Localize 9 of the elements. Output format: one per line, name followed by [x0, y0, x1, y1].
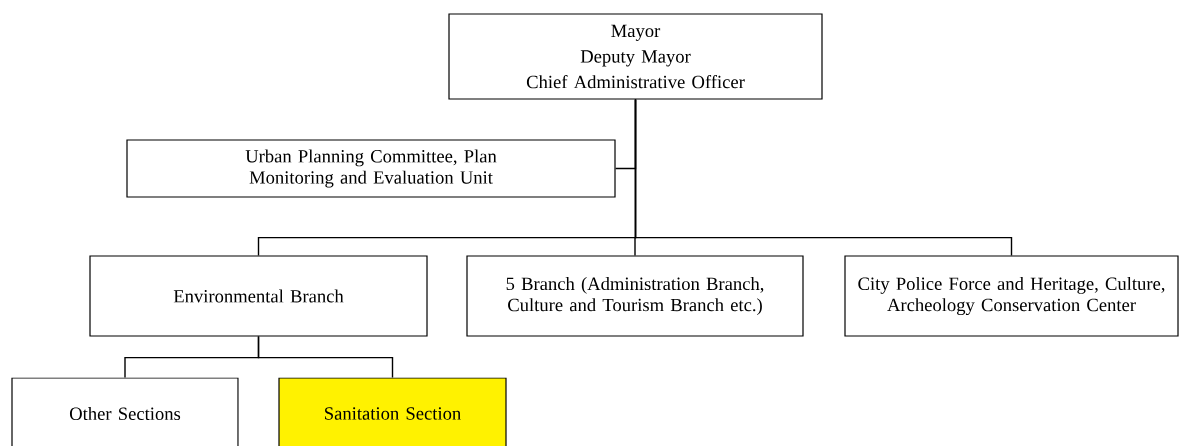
org-box: Urban Planning Committee, Plan Monitoring and Evaluation Unit [126, 139, 616, 198]
org-box: City Police Force and Heritage, Culture, Archeology Conservation Center [844, 255, 1179, 337]
org-box: 5 Branch (Administration Branch, Culture and Tourism Branch etc.) [466, 255, 804, 337]
connector-line [634, 98, 1013, 257]
org-box: Other Sections [11, 377, 239, 446]
org-box: Mayor Deputy Mayor Chief Administrative Officer [448, 13, 823, 100]
org-box: Sanitation Section [278, 377, 507, 446]
org-box: Environmental Branch [89, 255, 428, 337]
connector-line [257, 335, 394, 379]
